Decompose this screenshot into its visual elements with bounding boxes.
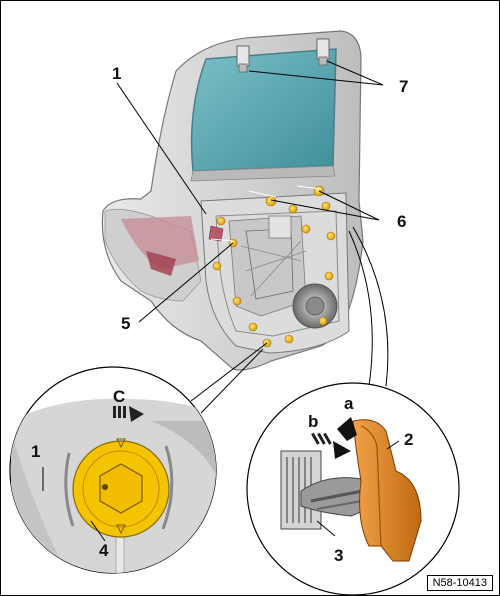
callout-1-detail: 1 [31, 442, 41, 461]
detail-connectors [190, 226, 389, 414]
arrow-b-icon [333, 441, 351, 459]
trim-red-area [121, 216, 199, 269]
window-clip-left [236, 45, 250, 73]
window-clip-right [316, 38, 330, 66]
callout-1: 1 [112, 64, 122, 83]
callout-3: 3 [334, 546, 344, 565]
arrow-C-icon [129, 406, 144, 422]
callout-C: C [113, 387, 126, 406]
callout-6: 6 [397, 212, 407, 231]
door-inner-panel [200, 192, 350, 354]
callout-5: 5 [121, 314, 131, 333]
callout-2: 2 [404, 430, 414, 449]
callout-7: 7 [399, 77, 409, 96]
figure-reference: N58-10413 [426, 575, 493, 591]
callout-b: b [308, 412, 319, 431]
hex-head [99, 463, 143, 514]
leader-lines [116, 60, 384, 323]
callout-a: a [344, 394, 354, 413]
arrow-a-icon [337, 417, 357, 441]
detail-circle-right [246, 382, 460, 595]
screw-markers [210, 185, 322, 242]
window-glass [190, 48, 337, 172]
door-trim-edge [352, 419, 422, 562]
callout-4: 4 [99, 541, 109, 560]
